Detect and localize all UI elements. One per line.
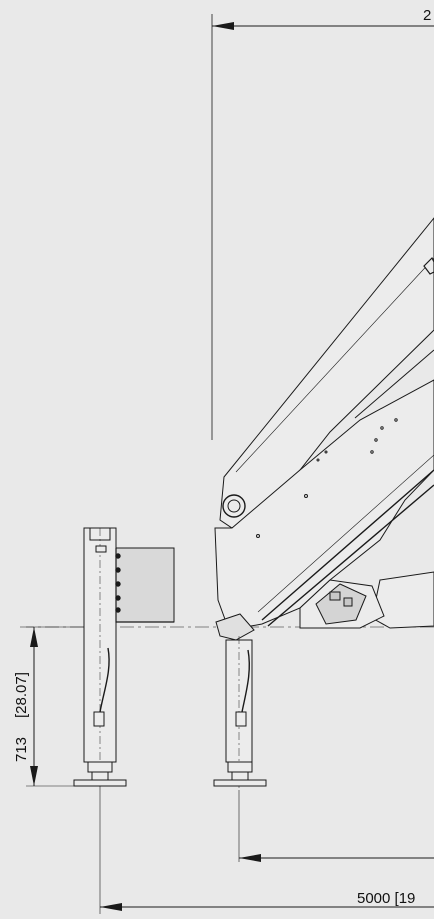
outrigger-bracket <box>215 613 255 641</box>
top-dimension-label: 2 <box>423 7 431 24</box>
left-hydraulic-hose <box>99 647 110 713</box>
left-outrigger <box>73 527 175 787</box>
hydraulic-valve-cluster <box>315 583 367 625</box>
valve-block <box>343 597 353 607</box>
center-hydraulic-hose <box>241 649 251 713</box>
boom-hole <box>380 426 384 430</box>
boom-hole <box>394 418 398 422</box>
left-outrigger-beam-section <box>115 547 175 623</box>
left-foot-collar <box>87 761 113 773</box>
beam-section-edge <box>115 548 174 623</box>
extension-tube-1 <box>261 469 434 621</box>
boom-hole <box>374 438 378 442</box>
center-hose-fitting <box>235 711 247 727</box>
boom-lower-edge <box>354 349 434 419</box>
center-foot-pad <box>213 779 267 787</box>
boom-hole <box>324 450 328 454</box>
beam-bolt <box>115 581 121 587</box>
inner-width-arrow <box>239 854 261 862</box>
center-foot-collar <box>227 761 253 773</box>
boom-hole <box>370 450 374 454</box>
valve-block <box>329 591 341 601</box>
crane-boom <box>214 217 434 641</box>
center-foot-stem <box>231 771 249 781</box>
top-dimension-arrow <box>212 22 234 30</box>
left-outrigger-label-plate <box>95 545 107 553</box>
height-dimension <box>26 626 84 787</box>
left-hose-fitting <box>93 711 105 727</box>
extension-tube-2 <box>267 484 434 627</box>
boom-hole <box>256 534 260 538</box>
height-dimension-value: 713 <box>13 737 30 762</box>
beam-bolt <box>115 595 121 601</box>
total-width-arrow <box>100 903 122 911</box>
top-dimension <box>211 14 434 440</box>
height-dimension-arrow-bottom <box>30 766 38 786</box>
bottom-dimensions <box>99 786 434 914</box>
height-dimension-imperial: [28.07] <box>13 672 30 718</box>
left-foot-stem <box>91 771 109 781</box>
center-outrigger <box>213 636 267 790</box>
beam-bolt <box>115 553 121 559</box>
extension-tube-3 <box>257 454 434 613</box>
crane-column <box>371 571 434 629</box>
left-foot-pad <box>73 779 127 787</box>
boom-hole <box>316 458 320 462</box>
beam-bolt <box>115 607 121 613</box>
boom-edge-line <box>235 257 434 473</box>
total-width-label: 5000 [19 <box>357 890 415 907</box>
height-dimension-arrow-top <box>30 627 38 647</box>
boom-logo-mark <box>423 256 434 275</box>
boom-hole <box>304 494 308 498</box>
boom-pivot-bore <box>227 499 241 513</box>
beam-bolt <box>115 567 121 573</box>
